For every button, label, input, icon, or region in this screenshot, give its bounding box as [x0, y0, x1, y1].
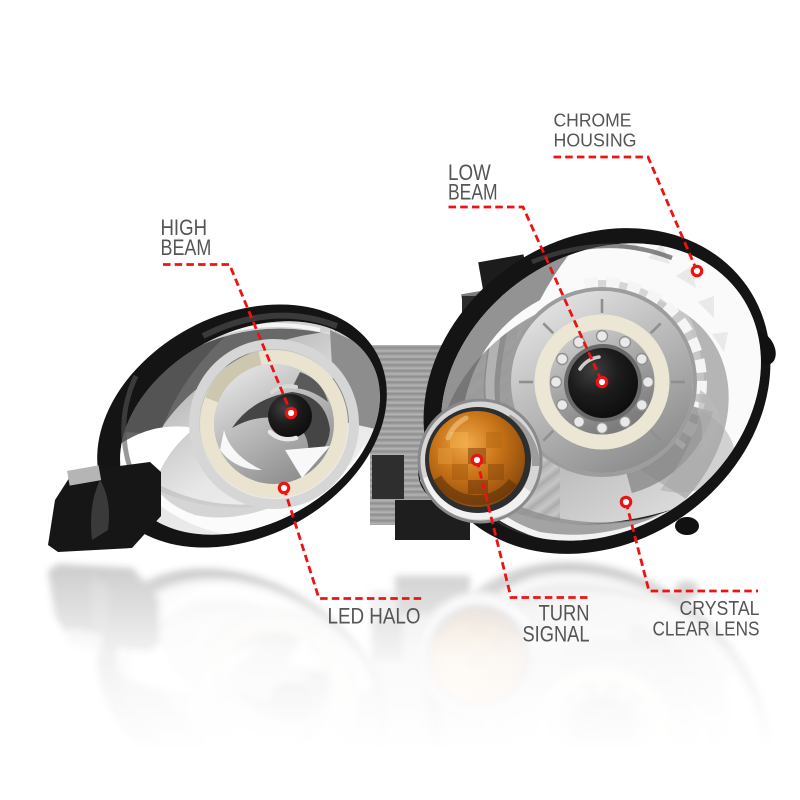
svg-text:CRYSTAL: CRYSTAL — [680, 598, 760, 620]
svg-text:LOW: LOW — [448, 160, 491, 185]
svg-text:TURN: TURN — [539, 601, 590, 626]
svg-text:SIGNAL: SIGNAL — [523, 622, 590, 647]
svg-text:HOUSING: HOUSING — [554, 130, 637, 150]
svg-text:BEAM: BEAM — [161, 235, 212, 260]
svg-text:BEAM: BEAM — [448, 180, 498, 205]
svg-text:CHROME: CHROME — [554, 110, 632, 130]
svg-text:HIGH: HIGH — [161, 215, 208, 240]
svg-text:CLEAR LENS: CLEAR LENS — [653, 618, 760, 640]
svg-text:LED HALO: LED HALO — [328, 604, 421, 629]
